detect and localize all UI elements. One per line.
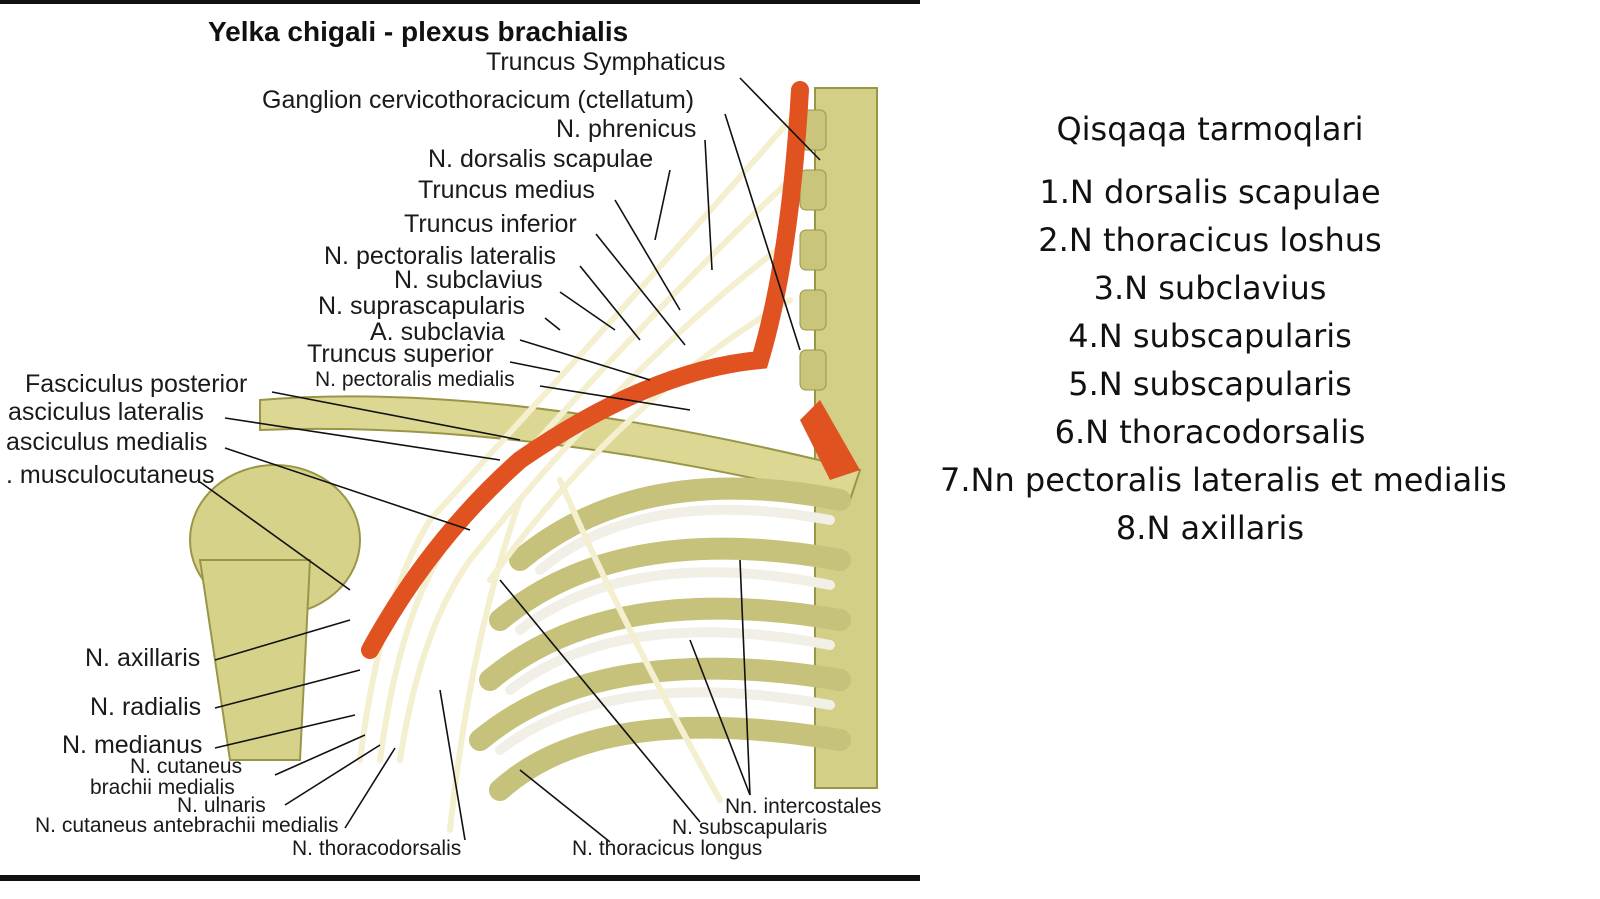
list-item: 3.N subclavius [1093,269,1327,307]
aortic-arch-segment [800,400,860,480]
figure-title: Yelka chigali - plexus brachialis [208,16,629,47]
humerus-bone [189,464,361,761]
label-n-pectoralis-medialis: N. pectoralis medialis [315,368,515,391]
anatomy-figure: Yelka chigali - plexus brachialis Truncu… [0,0,920,881]
subclavian-artery [361,81,809,659]
list-item: 2.N thoracicus loshus [1038,221,1382,259]
label-n-phrenicus: N. phrenicus [556,115,697,143]
list-item: 7.Nn pectoralis lateralis et medialis [940,461,1507,499]
frame-top-bar [0,0,920,4]
label-n-ulnaris: N. ulnaris [177,794,266,817]
label-truncus-medius: Truncus medius [418,176,595,204]
brachial-plexus-illustration [0,0,920,881]
label-n-pectoralis-lateralis: N. pectoralis lateralis [324,242,557,270]
label-fasciculus-lateralis: asciculus lateralis [8,398,204,426]
label-n-cutaneus-antebrachii-medialis: N. cutaneus antebrachii medialis [35,814,339,837]
label-ganglion-cervicothoracicum: Ganglion cervicothoracicum (ctellatum) [262,86,695,114]
label-n-radialis: N. radialis [90,693,202,721]
label-brachii-medialis: brachii medialis [90,776,235,799]
label-fasciculus-posterior: Fasciculus posterior [25,370,248,398]
label-nn-intercostales: Nn. intercostales [725,795,882,818]
label-n-axillaris: N. axillaris [85,644,201,672]
label-n-cutaneus: N. cutaneus [130,755,243,778]
list-item: 6.N thoracodorsalis [1054,413,1366,451]
label-n-dorsalis-scapulae: N. dorsalis scapulae [428,145,654,173]
label-a-subclavia: A. subclavia [370,318,505,346]
label-truncus-superior: Truncus superior [307,340,494,368]
branch-list: 1.N dorsalis scapulae 2.N thoracicus los… [940,168,1507,552]
label-n-suprascapularis: N. suprascapularis [318,292,526,320]
label-n-musculocutaneus: . musculocutaneus [6,461,215,489]
branch-list-heading: Qisqaqa tarmoqlari [1056,110,1364,148]
list-item: 1.N dorsalis scapulae [1039,173,1381,211]
list-item: 5.N subscapularis [1068,365,1352,403]
branch-list-panel: Qisqaqa tarmoqlari 1.N dorsalis scapulae… [940,0,1600,899]
list-item: 8.N axillaris [1115,509,1305,547]
label-truncus-inferior: Truncus inferior [404,210,577,238]
label-n-medianus: N. medianus [62,731,203,759]
label-n-thoracicus-longus: N. thoracicus longus [572,837,763,860]
label-n-thoracodorsalis: N. thoracodorsalis [292,837,462,860]
label-leader-lines [199,77,821,843]
label-n-subclavius: N. subclavius [394,266,543,294]
label-fasciculus-medialis: asciculus medialis [6,428,208,456]
label-n-subscapularis: N. subscapularis [672,816,828,839]
label-truncus-symphaticus: Truncus Symphaticus [486,48,726,76]
list-item: 4.N subscapularis [1068,317,1352,355]
frame-bottom-bar [0,875,920,881]
rib-cage [469,477,851,801]
